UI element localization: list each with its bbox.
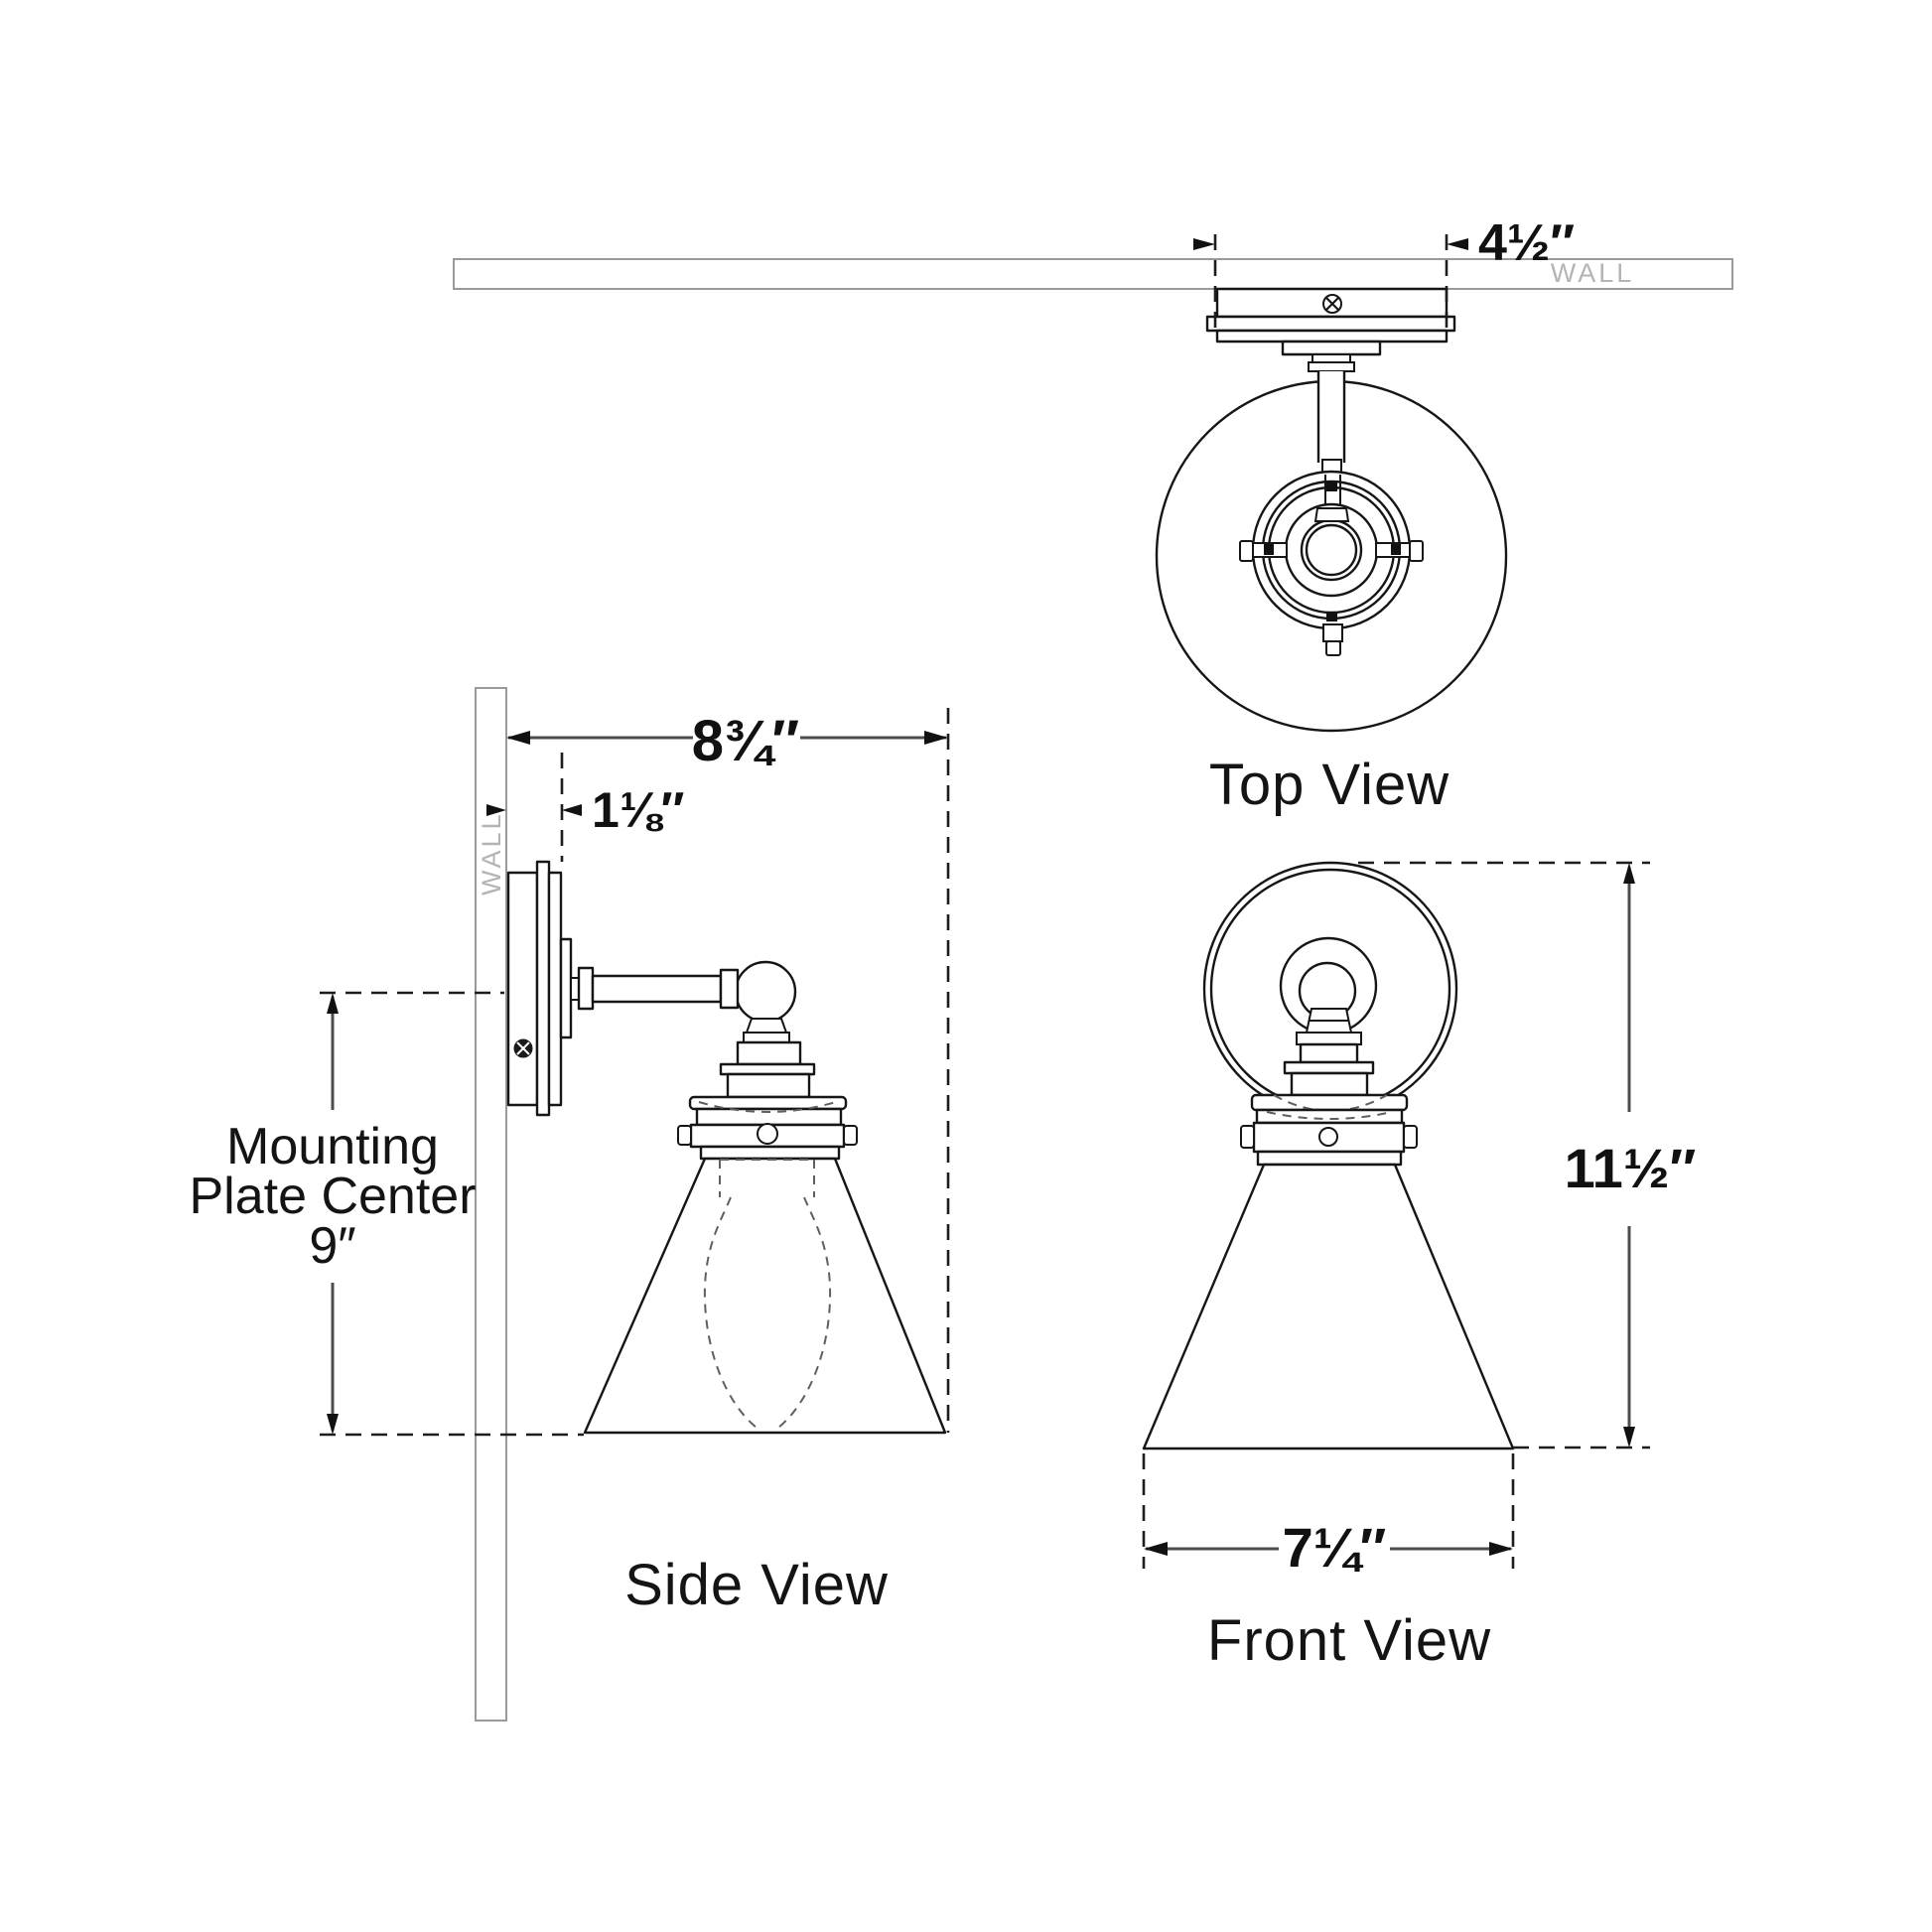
arrow-right-icon [486, 804, 506, 816]
arm-collar-side [577, 966, 595, 1011]
arrow-left-icon [506, 731, 530, 745]
dim-backplate-depth-text: 1⅛″ [592, 782, 685, 838]
shade-lower-ring-side [699, 1145, 841, 1161]
set-screw-mark-west [1264, 544, 1274, 555]
shade-flange-side [688, 1095, 848, 1111]
shade-ring-front [1255, 1108, 1404, 1125]
socket-collar-side [743, 1032, 790, 1043]
dim-projection-text: 8¾″ [692, 709, 799, 773]
dim-plate-width: 4½″ [1193, 214, 1575, 331]
elbow-ring-side [719, 968, 740, 1010]
socket-upper-front [1299, 1042, 1359, 1064]
top-view-label: Top View [1209, 753, 1449, 817]
plate-flange-top [1205, 315, 1456, 333]
set-screw-mark-east [1391, 544, 1401, 555]
socket-body-side [726, 1072, 811, 1099]
dim-overall-height-text: 11½″ [1565, 1137, 1697, 1199]
wall-section-top [453, 258, 1733, 290]
hub-tab-east [1409, 540, 1424, 562]
arrow-left-icon [562, 804, 582, 816]
set-screw-mark-south [1326, 612, 1337, 621]
wall-section-side [475, 687, 507, 1722]
shade-cone-side [583, 1157, 947, 1435]
arrow-right-icon [1193, 238, 1215, 250]
thumbscrew-front [1318, 1127, 1338, 1147]
front-view-label: Front View [1207, 1608, 1491, 1673]
thumbscrew-side [757, 1123, 778, 1145]
elbow-taper-side [745, 1018, 788, 1034]
backplate-side [506, 871, 539, 1107]
arrow-up-icon [1623, 863, 1635, 884]
front-view: 11½″ 7¼″ Front View [1142, 861, 1697, 1673]
arrow-left-icon [1447, 238, 1468, 250]
band-tab-right-side [843, 1125, 858, 1146]
hub-tab-south-outer [1325, 640, 1341, 656]
side-view: WALL [189, 687, 950, 1722]
band-tab-left-side [677, 1125, 692, 1146]
bulb-hidden-side [703, 1159, 832, 1432]
dim-shade-width: 7¼″ [1142, 1453, 1515, 1579]
shade-cone-front [1142, 1163, 1515, 1450]
canopy-face-side [547, 871, 563, 1107]
arrow-down-icon [327, 1414, 339, 1435]
band-tab-right-front [1403, 1125, 1418, 1149]
top-view: WALL [453, 214, 1733, 817]
hub-tab-south [1322, 623, 1343, 642]
socket-body-front [1290, 1071, 1369, 1097]
wall-label-side: WALL [477, 811, 506, 896]
socket-step-side [719, 1062, 816, 1076]
canopy-rim-side [535, 860, 551, 1117]
plate-strip-top [1215, 329, 1449, 344]
socket-upper-side [736, 1040, 802, 1066]
band-tab-left-front [1240, 1125, 1255, 1149]
screw-icon-side [513, 1038, 533, 1058]
dim-projection: 8¾″ [506, 708, 950, 1433]
socket-collar-front [1296, 1032, 1362, 1045]
screw-icon-top [1322, 294, 1342, 314]
arm-neck-top [1311, 353, 1351, 363]
arm-shaft-mask [1318, 371, 1344, 463]
mounting-center-line3: 9″ [309, 1217, 355, 1275]
arm-shaft-top [1316, 371, 1346, 463]
hidden-glass-edge-front [1266, 1111, 1393, 1120]
mounting-center-line2: Plate Center [189, 1168, 476, 1225]
dim-mounting-center: Mounting Plate Center 9″ [189, 993, 584, 1437]
dim-shade-width-text: 7¼″ [1283, 1516, 1387, 1579]
dim-plate-width-text: 4½″ [1478, 214, 1575, 272]
arrow-up-icon [327, 993, 339, 1014]
dim-overall-height: 11½″ [1358, 861, 1697, 1449]
dim-backplate-depth: 1⅛″ [486, 753, 685, 862]
set-screw-mark-north [1326, 482, 1337, 491]
arm-base-top [1281, 340, 1382, 356]
socket-step-front [1283, 1060, 1375, 1075]
canopy-hub-side [559, 937, 573, 1039]
hidden-glass-edge-side [698, 1101, 837, 1113]
arm-pipe-side [591, 974, 723, 1004]
side-view-label: Side View [624, 1553, 889, 1617]
hub-tab-west [1239, 540, 1254, 562]
elbow-ball-side [734, 960, 797, 1024]
arrow-right-icon [1489, 1542, 1513, 1556]
arm-collar-top [1308, 361, 1355, 372]
arrow-left-icon [1144, 1542, 1168, 1556]
shade-lower-ring-front [1256, 1150, 1403, 1167]
arrow-down-icon [1623, 1427, 1635, 1448]
arrow-right-icon [924, 731, 948, 745]
wall-label-top: WALL [1551, 258, 1635, 288]
mounting-center-line1: Mounting [226, 1118, 439, 1175]
socket-hub-top [1239, 470, 1424, 656]
